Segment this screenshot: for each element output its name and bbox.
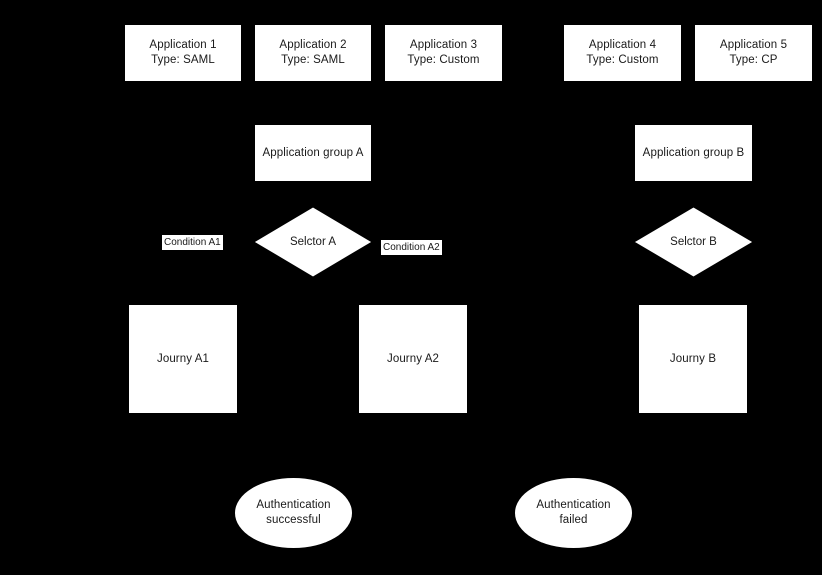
application-box-3-label: Application 3 Type: Custom xyxy=(407,39,480,66)
selector-b-label: Selctor B xyxy=(670,235,717,248)
application-group-a-label: Application group A xyxy=(262,146,364,159)
selector-a-diamond-shape xyxy=(254,207,372,277)
selector-b-diamond[interactable]: Selctor B xyxy=(634,207,753,277)
journey-a2-label: Journy A2 xyxy=(386,352,440,365)
condition-a2-label: Condition A2 xyxy=(381,240,442,255)
selector-a-label: Selctor A xyxy=(289,235,337,248)
application-box-2-label: Application 2 Type: SAML xyxy=(279,39,347,66)
application-box-1-label: Application 1 Type: SAML xyxy=(149,39,217,66)
journey-b-box[interactable]: Journy B xyxy=(638,304,748,414)
journey-a1-label: Journy A1 xyxy=(156,352,210,365)
outcome-authentication-failed-label: Authentication failed xyxy=(536,499,611,526)
application-group-b-box[interactable]: Application group B xyxy=(634,124,753,182)
outcome-authentication-successful[interactable]: Authentication successful xyxy=(235,478,352,548)
outcome-authentication-successful-label: Authentication successful xyxy=(256,499,331,526)
application-box-5[interactable]: Application 5 Type: CP xyxy=(694,24,813,82)
journey-a1-box[interactable]: Journy A1 xyxy=(128,304,238,414)
journey-a2-box[interactable]: Journy A2 xyxy=(358,304,468,414)
journey-b-label: Journy B xyxy=(669,352,717,365)
application-box-5-label: Application 5 Type: CP xyxy=(719,39,788,66)
application-box-1[interactable]: Application 1 Type: SAML xyxy=(124,24,242,82)
outcome-authentication-failed[interactable]: Authentication failed xyxy=(515,478,632,548)
application-group-a-box[interactable]: Application group A xyxy=(254,124,372,182)
selector-b-diamond-shape xyxy=(634,207,753,277)
selector-a-diamond[interactable]: Selctor A xyxy=(254,207,372,277)
application-box-4[interactable]: Application 4 Type: Custom xyxy=(563,24,682,82)
application-box-3[interactable]: Application 3 Type: Custom xyxy=(384,24,503,82)
application-group-b-label: Application group B xyxy=(642,146,745,159)
condition-a1-label: Condition A1 xyxy=(162,235,223,250)
application-box-2[interactable]: Application 2 Type: SAML xyxy=(254,24,372,82)
application-box-4-label: Application 4 Type: Custom xyxy=(586,39,659,66)
